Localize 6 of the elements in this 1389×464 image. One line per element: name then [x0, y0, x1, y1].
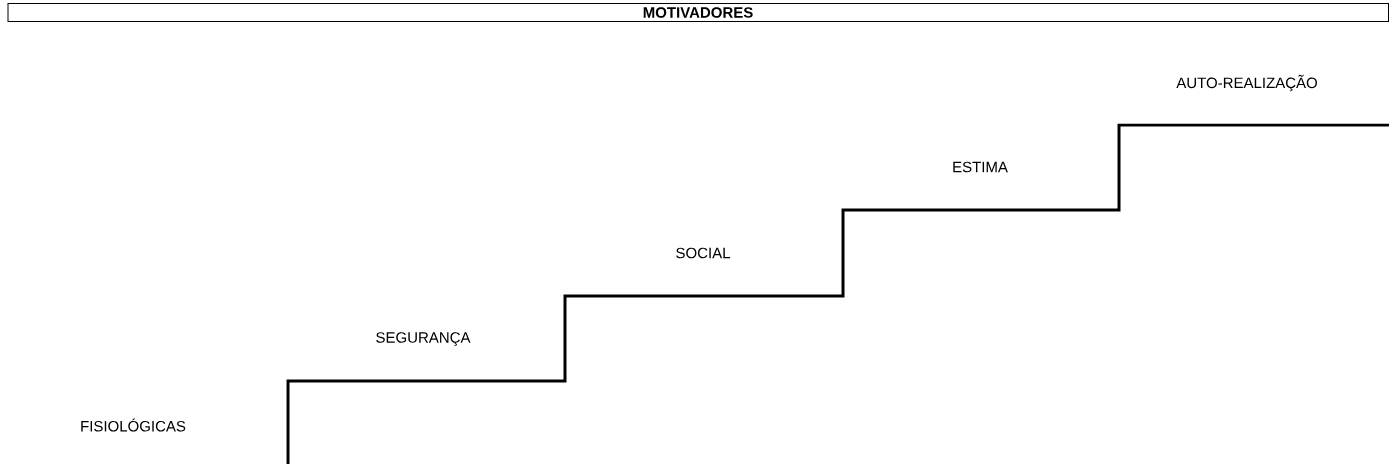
step-label: ESTIMA [953, 161, 1008, 173]
title: MOTIVADORES [643, 7, 753, 18]
step-label: SEGURANÇA [376, 332, 471, 346]
step-label: SOCIAL [676, 247, 730, 259]
step-label: AUTO-REALIZAÇÃO [1176, 74, 1317, 92]
step-label: FISIOLÓGICAS [81, 418, 186, 432]
